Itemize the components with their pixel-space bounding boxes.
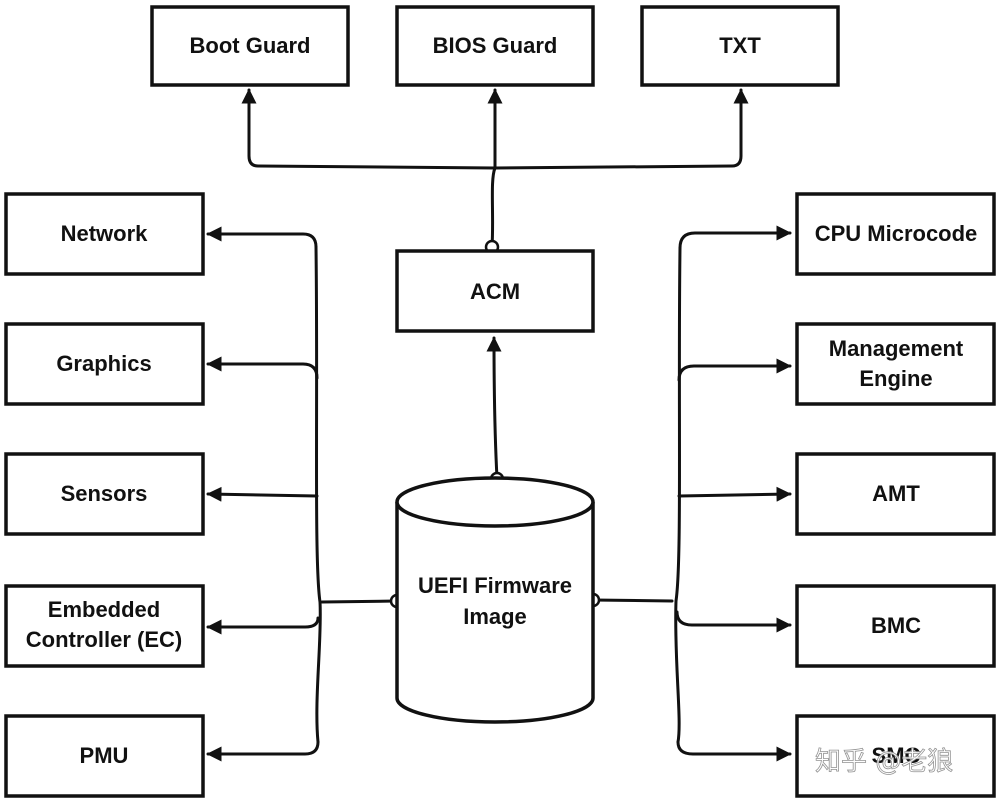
- uefi-to-right-bus-connector: [591, 598, 674, 603]
- network-label: Network: [61, 221, 149, 246]
- cpu-microcode-box: CPU Microcode: [795, 192, 996, 276]
- left-bus-vertical: [314, 245, 322, 744]
- acm-to-boot-guard-connector: [241, 88, 497, 170]
- pmu-box: PMU: [4, 714, 205, 798]
- left-bus-trunk: [206, 226, 318, 249]
- bmc-box: BMC: [795, 584, 996, 668]
- acm-label: ACM: [470, 279, 520, 304]
- left-bus-to-graphics-connector: [206, 356, 319, 380]
- graphics-box: Graphics: [4, 322, 205, 406]
- right-bus-to-bmc-connector: [675, 610, 792, 633]
- sensors-box: Sensors: [4, 452, 205, 536]
- connectors: [206, 88, 792, 762]
- acm-box: ACM: [395, 249, 595, 333]
- uefi-label-line1: UEFI Firmware: [418, 573, 572, 598]
- embedded-controller-box: Embedded Controller (EC): [4, 584, 205, 668]
- smc-box: SMC: [795, 714, 996, 798]
- txt-box: TXT: [640, 5, 840, 87]
- boot-guard-label: Boot Guard: [190, 33, 311, 58]
- network-box: Network: [4, 192, 205, 276]
- boot-guard-box: Boot Guard: [150, 5, 350, 87]
- management-engine-label-line1: Management: [829, 336, 964, 361]
- uefi-to-acm-connector: [486, 336, 502, 480]
- uefi-firmware-image-cylinder: UEFI Firmware Image: [395, 476, 595, 724]
- uefi-label-line2: Image: [463, 604, 527, 629]
- management-engine-box: Management Engine: [795, 322, 996, 406]
- management-engine-label-line2: Engine: [859, 366, 932, 391]
- cpu-microcode-label: CPU Microcode: [815, 221, 978, 246]
- right-bus-to-management-engine-connector: [677, 358, 792, 382]
- amt-label: AMT: [872, 481, 920, 506]
- right-bus-to-smc-connector: [676, 740, 792, 762]
- bios-guard-label: BIOS Guard: [433, 33, 558, 58]
- right-bus-vertical: [674, 246, 682, 744]
- sensors-label: Sensors: [61, 481, 148, 506]
- uefi-to-left-bus-connector: [320, 599, 398, 604]
- left-bus-to-pmu-connector: [206, 740, 320, 762]
- left-bus-to-sensors-connector: [206, 486, 319, 502]
- smc-label: SMC: [872, 743, 921, 768]
- bmc-label: BMC: [871, 613, 921, 638]
- txt-label: TXT: [719, 33, 761, 58]
- left-bus-to-ec-connector: [206, 616, 320, 635]
- amt-box: AMT: [795, 452, 996, 536]
- pmu-label: PMU: [80, 743, 129, 768]
- acm-to-txt-connector: [493, 88, 749, 170]
- right-bus-to-cpu-microcode-connector: [678, 225, 792, 250]
- graphics-label: Graphics: [56, 351, 151, 376]
- bios-guard-box: BIOS Guard: [395, 5, 595, 87]
- watermark-text: 知乎 @老狼: [815, 747, 953, 777]
- ec-label-line2: Controller (EC): [26, 627, 182, 652]
- ec-label-line1: Embedded: [48, 597, 160, 622]
- right-bus-to-amt-connector: [677, 486, 792, 502]
